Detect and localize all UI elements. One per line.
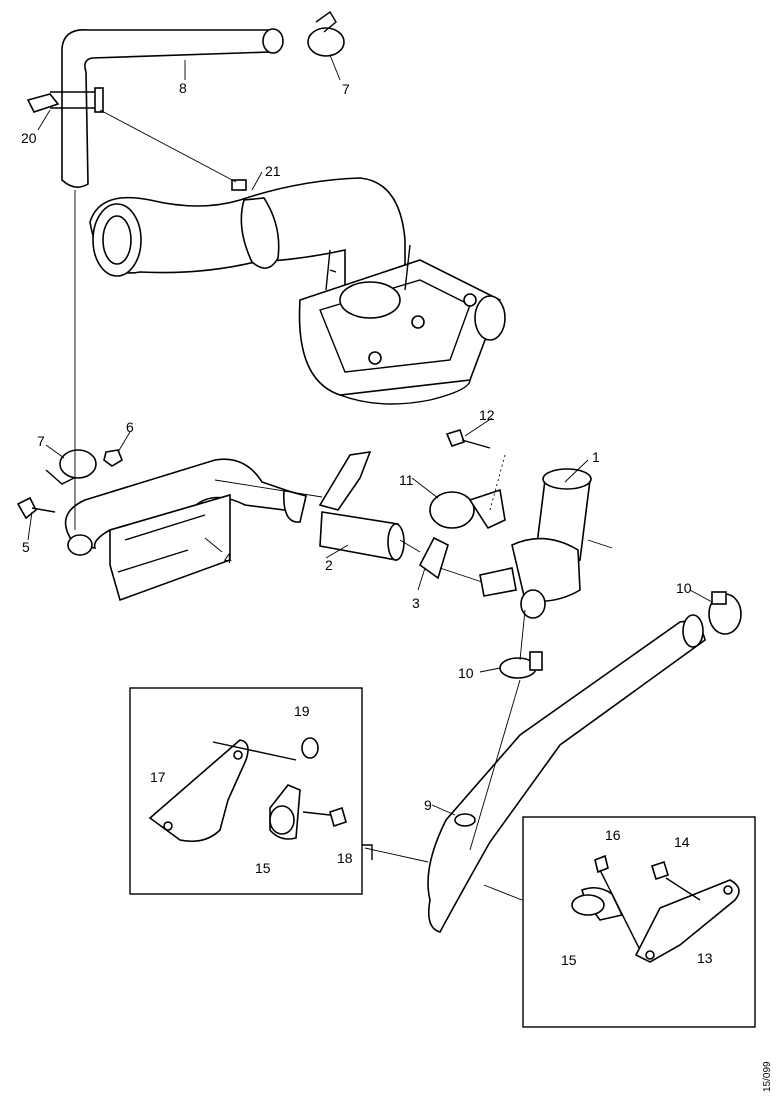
bolt-12	[445, 429, 506, 511]
nut-6	[103, 449, 123, 467]
hose-9	[427, 614, 706, 933]
callout-4: 4	[224, 550, 232, 566]
bracket-11	[429, 488, 506, 530]
clamp-3	[418, 536, 449, 580]
callout-3: 3	[412, 595, 420, 611]
clamp-10-upper	[708, 591, 742, 635]
callouts: 1 2 3 4 5 6 7 7 8 9 10 10 11 12 13 14 15…	[21, 80, 773, 1092]
callout-10a: 10	[676, 580, 692, 596]
inset-box-left	[129, 687, 373, 895]
callout-13: 13	[697, 950, 713, 966]
callout-17: 17	[150, 769, 166, 785]
hose-2	[319, 511, 405, 561]
callout-15-right: 15	[561, 952, 577, 968]
pipe-4	[64, 458, 301, 602]
callout-19: 19	[294, 703, 310, 719]
engine-housing	[89, 177, 506, 405]
clamp-21	[231, 179, 280, 269]
callout-18: 18	[337, 850, 353, 866]
clip-7-top	[307, 10, 345, 57]
callout-10b: 10	[458, 665, 474, 681]
callout-5: 5	[22, 539, 30, 555]
callout-6: 6	[126, 419, 134, 435]
callout-7b: 7	[37, 433, 45, 449]
pump-1	[479, 468, 592, 619]
callout-11: 11	[399, 472, 414, 488]
figure-code: 15/099	[762, 1061, 773, 1092]
callout-21: 21	[265, 163, 281, 179]
callout-14: 14	[674, 834, 690, 850]
hose-8	[61, 28, 284, 188]
callout-20: 20	[21, 130, 37, 146]
callout-12: 12	[479, 407, 495, 423]
bracket-20	[26, 87, 104, 113]
clamp-10-lower	[499, 651, 543, 679]
bolt-5	[16, 496, 56, 520]
callout-7a: 7	[342, 81, 350, 97]
hose-2-clip	[283, 451, 372, 523]
leader-lines	[27, 54, 713, 816]
callout-1: 1	[592, 449, 600, 465]
callout-2: 2	[325, 557, 333, 573]
clip-7-mid	[45, 449, 97, 485]
callout-9: 9	[424, 797, 432, 813]
inset-box-right	[522, 816, 756, 1028]
callout-16: 16	[605, 827, 621, 843]
callout-15-left: 15	[255, 860, 271, 876]
assembly-lines	[74, 109, 613, 901]
callout-8: 8	[179, 80, 187, 96]
